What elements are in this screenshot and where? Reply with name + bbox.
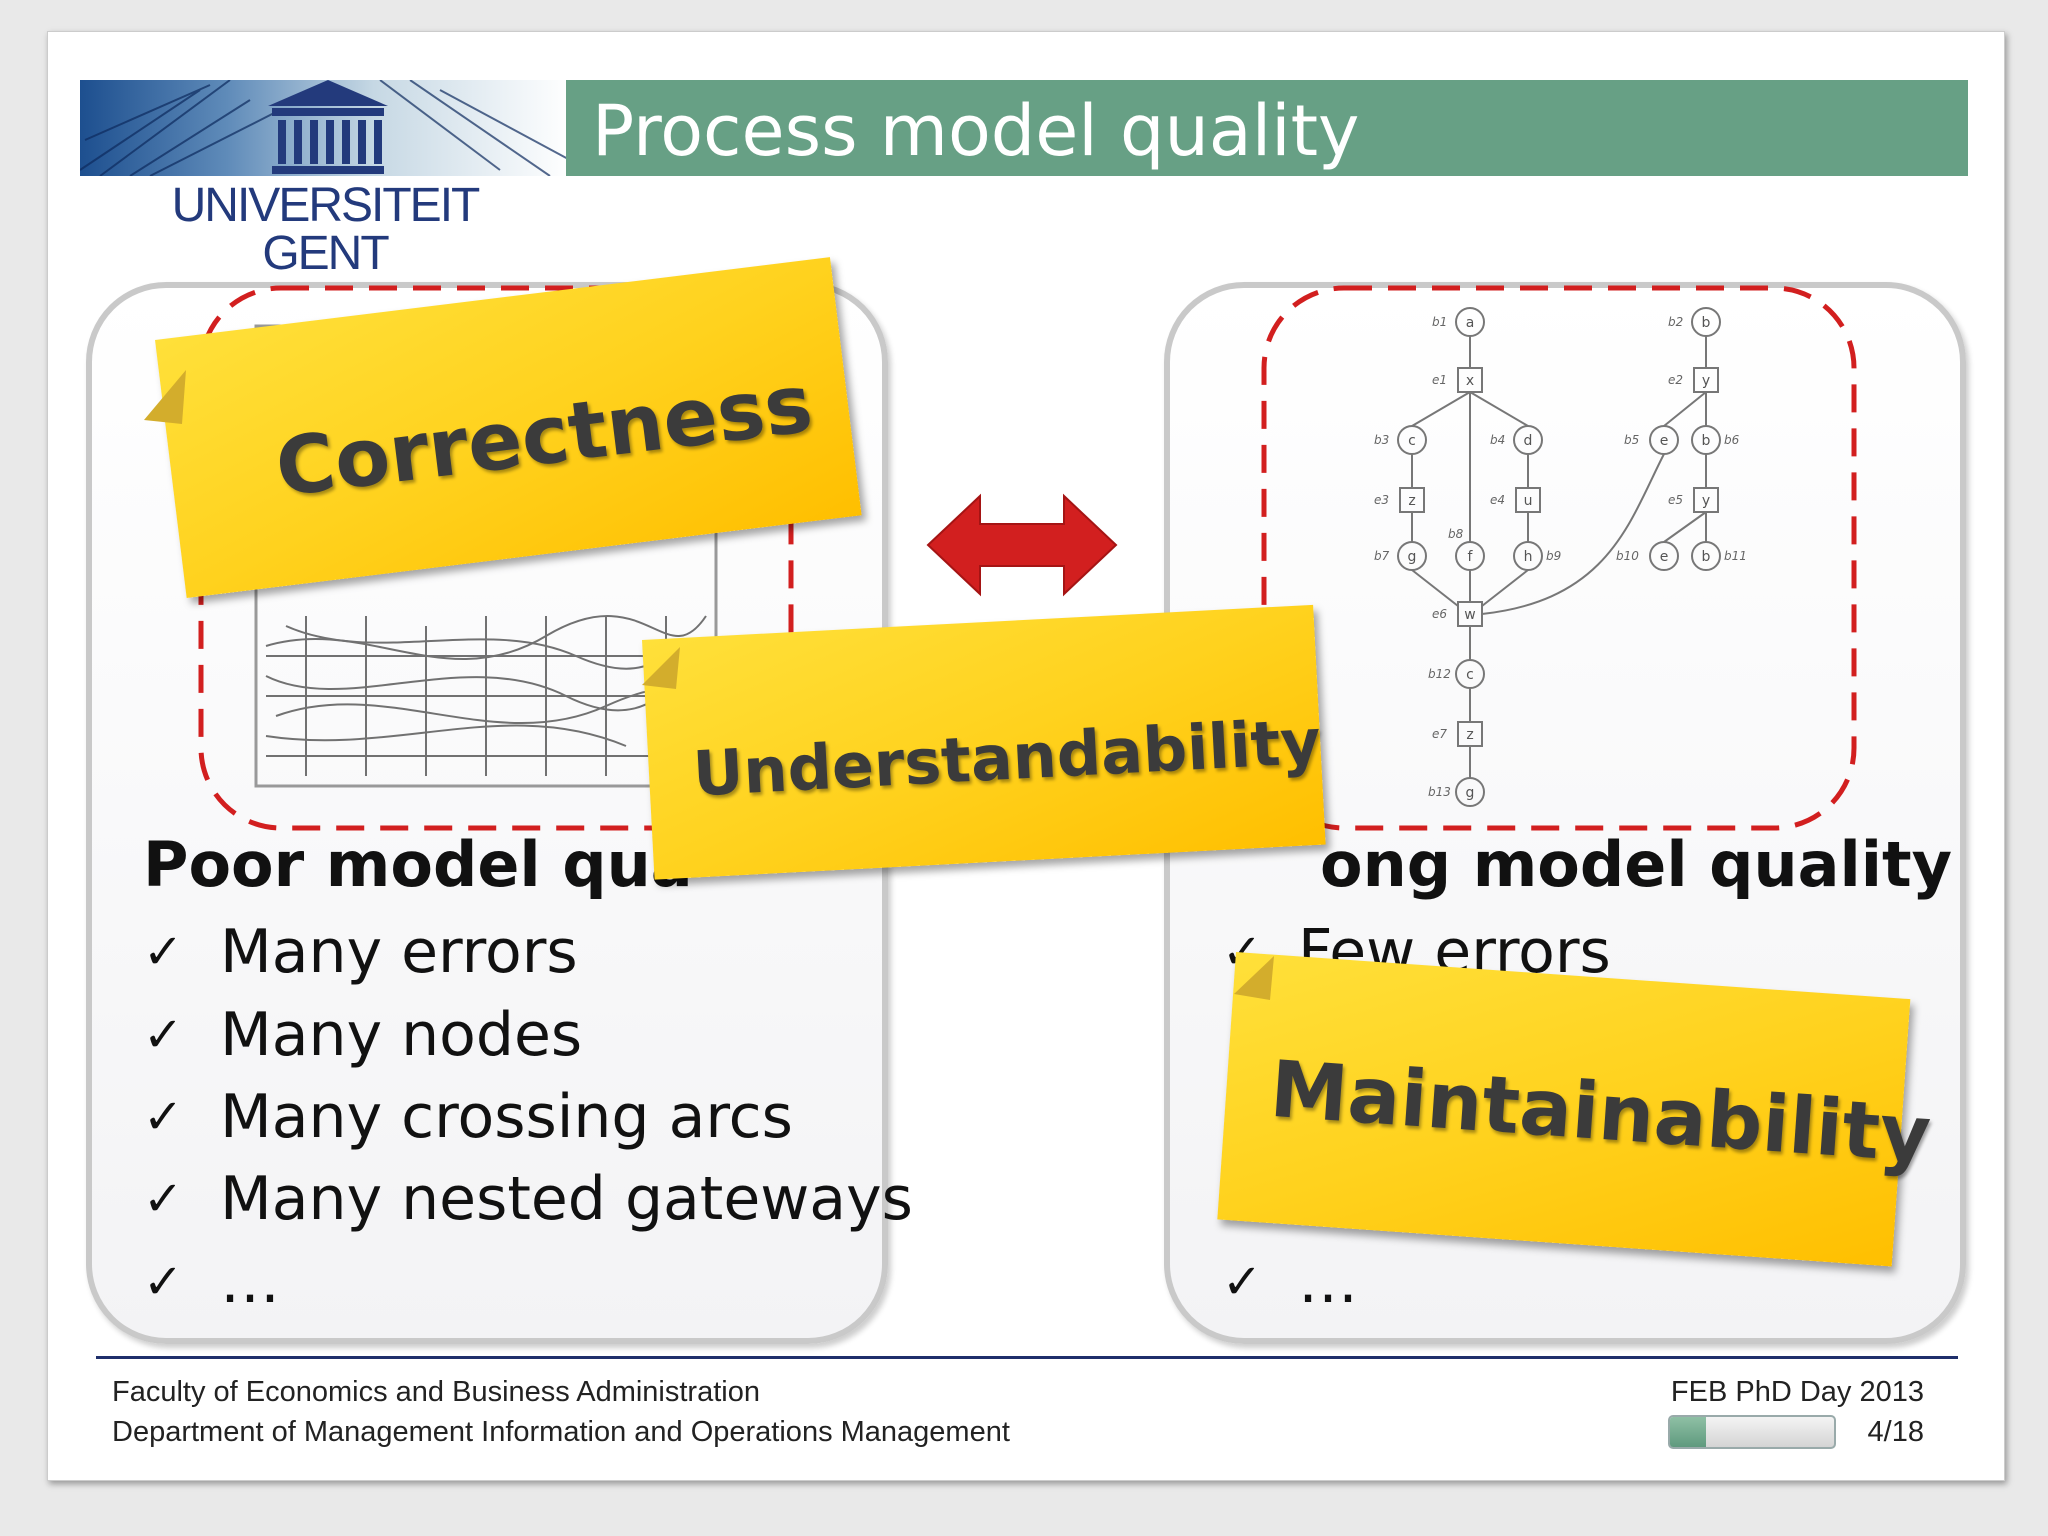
maintainability-note: Maintainability — [1217, 952, 1934, 1267]
footer-event: FEB PhD Day 2013 — [1670, 1376, 1924, 1408]
svg-text:a: a — [1466, 315, 1475, 331]
svg-text:b3: b3 — [1374, 433, 1389, 447]
good-quality-title: ong model quality — [1320, 828, 1953, 901]
bullet-many-nodes: Many nodes — [220, 1000, 583, 1070]
svg-text:b4: b4 — [1490, 433, 1505, 447]
bullet-nested-gateways: Many nested gateways — [220, 1164, 913, 1234]
svg-text:b13: b13 — [1428, 785, 1451, 799]
svg-text:b11: b11 — [1724, 549, 1747, 563]
svg-text:b2: b2 — [1668, 315, 1683, 329]
logo-line2: GENT — [262, 227, 389, 280]
note-corner-fold — [1234, 956, 1274, 1000]
svg-text:c: c — [1408, 433, 1416, 449]
svg-text:e7: e7 — [1432, 727, 1447, 741]
footer-divider — [96, 1356, 1958, 1359]
svg-text:b10: b10 — [1616, 549, 1639, 563]
svg-text:g: g — [1466, 785, 1475, 801]
poor-quality-title: Poor model qua — [143, 828, 693, 901]
logo-banner — [80, 80, 570, 176]
double-arrow-icon — [926, 493, 1118, 597]
check-icon: ✓ — [143, 1007, 184, 1063]
svg-text:w: w — [1464, 607, 1475, 623]
svg-text:e3: e3 — [1374, 493, 1389, 507]
svg-text:e: e — [1660, 549, 1669, 565]
svg-text:h: h — [1524, 549, 1533, 565]
svg-text:b1: b1 — [1432, 315, 1447, 329]
university-logo-text: UNIVERSITEIT GENT — [160, 182, 490, 278]
svg-text:e6: e6 — [1432, 607, 1447, 621]
note-corner-fold — [144, 370, 186, 424]
svg-text:c: c — [1466, 667, 1474, 683]
svg-text:u: u — [1524, 493, 1533, 509]
svg-text:g: g — [1408, 549, 1417, 565]
university-building-icon — [268, 80, 388, 174]
svg-text:e: e — [1660, 433, 1669, 449]
slide-title: Process model quality — [592, 90, 1360, 172]
correctness-label: Correctness — [270, 356, 818, 515]
bullet-crossing-arcs: Many crossing arcs — [220, 1082, 793, 1152]
svg-text:x: x — [1466, 373, 1474, 389]
svg-text:d: d — [1524, 433, 1533, 449]
svg-text:f: f — [1468, 549, 1474, 565]
note-corner-fold — [642, 647, 680, 689]
footer-faculty: Faculty of Economics and Business Admini… — [112, 1376, 760, 1408]
grass-decoration — [80, 80, 570, 176]
svg-text:b: b — [1702, 549, 1711, 565]
svg-text:e4: e4 — [1490, 493, 1505, 507]
svg-text:y: y — [1702, 493, 1710, 509]
slide-progress-bar — [1668, 1415, 1836, 1449]
svg-text:b: b — [1702, 433, 1711, 449]
petri-net-diagram: a x c d z u g f h w c z g b y e b y e b b1 e1 b3 b4 e3 e4 b7… — [1374, 307, 1747, 807]
svg-text:b6: b6 — [1724, 433, 1740, 447]
bullet-many-errors: Many errors — [220, 917, 578, 987]
bullet-left-ellipsis: … — [220, 1247, 280, 1317]
logo-line1: UNIVERSITEIT — [171, 179, 481, 232]
check-icon: ✓ — [143, 1254, 184, 1310]
svg-text:e5: e5 — [1668, 493, 1683, 507]
check-icon: ✓ — [143, 1171, 184, 1227]
understandability-note: Understandability — [642, 604, 1326, 880]
understandability-highlight-frame — [1261, 285, 1857, 831]
check-icon: ✓ — [143, 924, 184, 980]
bullet-right-ellipsis: … — [1298, 1247, 1358, 1317]
progress-fill — [1670, 1417, 1707, 1447]
check-icon: ✓ — [143, 1089, 184, 1145]
svg-text:b12: b12 — [1428, 667, 1451, 681]
page-number: 4/18 — [1867, 1416, 1924, 1448]
svg-text:b9: b9 — [1546, 549, 1561, 563]
footer-department: Department of Management Information and… — [112, 1416, 1010, 1448]
svg-text:y: y — [1702, 373, 1710, 389]
svg-text:e2: e2 — [1668, 373, 1683, 387]
svg-text:b: b — [1702, 315, 1711, 331]
svg-text:b5: b5 — [1624, 433, 1639, 447]
svg-text:z: z — [1408, 493, 1415, 509]
svg-text:b7: b7 — [1374, 549, 1390, 563]
maintainability-label: Maintainability — [1267, 1044, 1934, 1181]
check-icon: ✓ — [1222, 1254, 1263, 1310]
understandability-label: Understandability — [691, 704, 1323, 811]
title-bar — [566, 80, 1968, 176]
svg-text:z: z — [1466, 727, 1473, 743]
svg-text:e1: e1 — [1432, 373, 1447, 387]
svg-text:b8: b8 — [1448, 527, 1464, 541]
